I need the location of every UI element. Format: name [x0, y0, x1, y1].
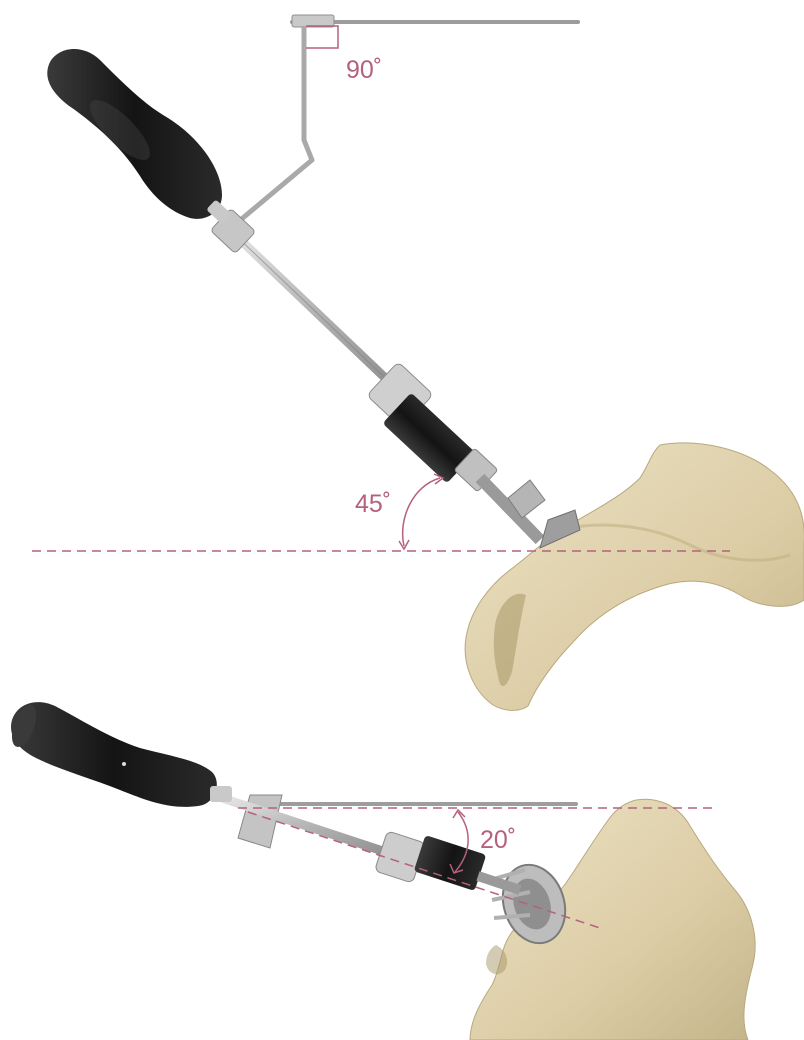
instrument-axis-line	[248, 812, 600, 928]
bottom-illustration: 20˚	[7, 702, 755, 1040]
angle-arc-45	[403, 478, 440, 546]
angle-label-20: 20˚	[480, 826, 516, 854]
pelvis-bone-icon	[465, 443, 804, 710]
right-angle-marker	[306, 26, 338, 48]
handle-icon	[7, 702, 232, 807]
handle-icon	[47, 49, 232, 225]
angle-label-90: 90˚	[346, 56, 382, 84]
guide-rod-icon	[238, 15, 578, 222]
angle-label-45: 45˚	[355, 490, 391, 518]
instrument-shaft	[210, 208, 580, 548]
top-illustration: 90˚ 45˚	[32, 15, 804, 710]
